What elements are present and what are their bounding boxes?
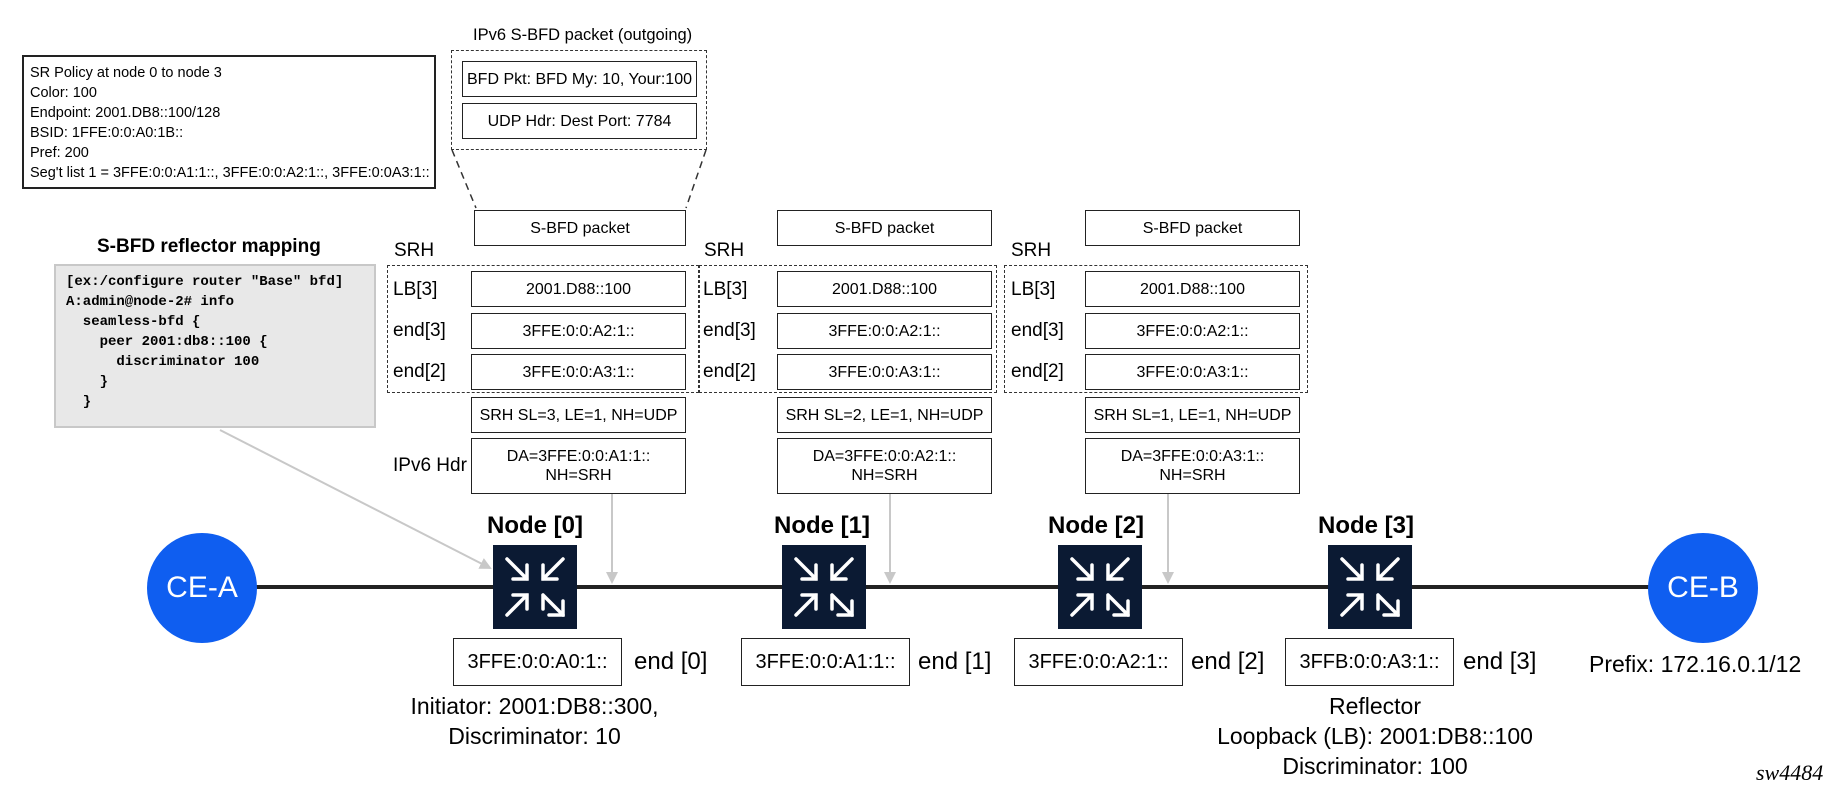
lb3-label: LB[3] xyxy=(393,279,438,300)
node-end-label: end [2] xyxy=(1191,648,1265,675)
initiator-line: Initiator: 2001:DB8::300, xyxy=(410,693,659,719)
end2-label: end[2] xyxy=(1011,361,1064,382)
node-title: Node [1] xyxy=(774,512,870,539)
node-title: Node [3] xyxy=(1318,512,1414,539)
sbfd-packet-box: S-BFD packet xyxy=(474,210,686,246)
da-text: DA=3FFE:0:0:A3:1:: xyxy=(1120,448,1265,465)
end3-segment: 3FFE:0:0:A2:1:: xyxy=(471,313,686,349)
srh-label: SRH xyxy=(704,240,745,261)
reflector-mapping-title: S-BFD reflector mapping xyxy=(97,236,321,257)
initiator-line: Discriminator: 10 xyxy=(448,723,621,749)
node-address-box: 3FFE:0:0:A1:1:: xyxy=(741,638,910,686)
reflector-line: Discriminator: 100 xyxy=(1282,753,1468,779)
ipv6-header-box: DA=3FFE:0:0:A3:1:: NH=SRH xyxy=(1085,438,1300,494)
node-address-box: 3FFB:0:0:A3:1:: xyxy=(1285,638,1454,686)
ipv6-header-box: DA=3FFE:0:0:A2:1:: NH=SRH xyxy=(777,438,992,494)
router-icon xyxy=(782,545,866,629)
srh-frame xyxy=(387,265,699,393)
da-text: DA=3FFE:0:0:A2:1:: xyxy=(812,448,957,465)
node-end-label: end [0] xyxy=(634,648,708,675)
prefix-caption: Prefix: 172.16.0.1/12 xyxy=(1589,651,1802,677)
end3-segment: 3FFE:0:0:A2:1:: xyxy=(1085,313,1300,349)
end3-label: end[3] xyxy=(1011,320,1064,341)
figure-id: sw4484 xyxy=(1756,760,1824,785)
outgoing-packet-title: IPv6 S-BFD packet (outgoing) xyxy=(473,26,693,44)
router-icon xyxy=(1328,545,1412,629)
reflector-line: Loopback (LB): 2001:DB8::100 xyxy=(1217,723,1533,749)
policy-line: Seg't list 1 = 3FFE:0:0:A1:1::, 3FFE:0:0… xyxy=(30,165,430,181)
node-address-box: 3FFE:0:0:A0:1:: xyxy=(453,638,622,686)
ipv6-header-box: DA=3FFE:0:0:A1:1:: NH=SRH xyxy=(471,438,686,494)
router-icon xyxy=(1058,545,1142,629)
outgoing-packet-frame xyxy=(451,50,707,150)
udp-header-field: UDP Hdr: Dest Port: 7784 xyxy=(462,103,697,139)
ce-b-node: CE-B xyxy=(1648,533,1758,643)
node-title: Node [2] xyxy=(1048,512,1144,539)
ce-a-node: CE-A xyxy=(147,533,257,643)
node-end-label: end [3] xyxy=(1463,648,1537,675)
end2-label: end[2] xyxy=(393,361,446,382)
zoom-line-right xyxy=(685,149,707,209)
node-address-box: 3FFE:0:0:A2:1:: xyxy=(1014,638,1183,686)
node-end-label: end [1] xyxy=(918,648,992,675)
lb3-label: LB[3] xyxy=(703,279,748,300)
end2-segment: 3FFE:0:0:A3:1:: xyxy=(777,354,992,390)
srh-frame xyxy=(1004,265,1308,393)
bfd-packet-field: BFD Pkt: BFD My: 10, Your:100 xyxy=(462,61,697,97)
end3-label: end[3] xyxy=(703,320,756,341)
sr-policy-box: SR Policy at node 0 to node 3 Color: 100… xyxy=(22,55,436,189)
node-title: Node [0] xyxy=(487,512,583,539)
policy-line: Endpoint: 2001.DB8::100/128 xyxy=(30,105,221,121)
srh-label: SRH xyxy=(1011,240,1052,261)
lb-segment: 2001.D88::100 xyxy=(777,271,992,307)
end3-label: end[3] xyxy=(393,320,446,341)
sbfd-packet-box: S-BFD packet xyxy=(1085,210,1300,246)
policy-line: Pref: 200 xyxy=(30,145,89,161)
sbfd-packet-box: S-BFD packet xyxy=(777,210,992,246)
srh-header-box: SRH SL=2, LE=1, NH=UDP xyxy=(777,397,992,433)
da-text: DA=3FFE:0:0:A1:1:: xyxy=(506,448,651,465)
end2-label: end[2] xyxy=(703,361,756,382)
lb-segment: 2001.D88::100 xyxy=(1085,271,1300,307)
end2-segment: 3FFE:0:0:A3:1:: xyxy=(471,354,686,390)
nh-text: NH=SRH xyxy=(545,467,612,484)
initiator-caption: Initiator: 2001:DB8::300, Discriminator:… xyxy=(382,691,687,751)
router-icon xyxy=(493,545,577,629)
lb3-label: LB[3] xyxy=(1011,279,1056,300)
policy-line: BSID: 1FFE:0:0:A0:1B:: xyxy=(30,125,184,141)
nh-text: NH=SRH xyxy=(851,467,918,484)
policy-line: SR Policy at node 0 to node 3 xyxy=(30,65,222,81)
srh-header-box: SRH SL=3, LE=1, NH=UDP xyxy=(471,397,686,433)
reflector-line: Reflector xyxy=(1328,693,1422,719)
policy-line: Color: 100 xyxy=(30,85,97,101)
srh-header-box: SRH SL=1, LE=1, NH=UDP xyxy=(1085,397,1300,433)
end3-segment: 3FFE:0:0:A2:1:: xyxy=(777,313,992,349)
zoom-line-left xyxy=(451,149,477,209)
srh-label: SRH xyxy=(394,240,435,261)
nh-text: NH=SRH xyxy=(1159,467,1226,484)
reflector-caption: Reflector Loopback (LB): 2001:DB8::100 D… xyxy=(1194,691,1556,781)
end2-segment: 3FFE:0:0:A3:1:: xyxy=(1085,354,1300,390)
reflector-config-block: [ex:/configure router "Base" bfd] A:admi… xyxy=(54,264,376,428)
ipv6-hdr-label: IPv6 Hdr xyxy=(393,455,467,476)
config-arrow xyxy=(219,429,492,569)
lb-segment: 2001.D88::100 xyxy=(471,271,686,307)
srh-frame xyxy=(699,265,997,393)
